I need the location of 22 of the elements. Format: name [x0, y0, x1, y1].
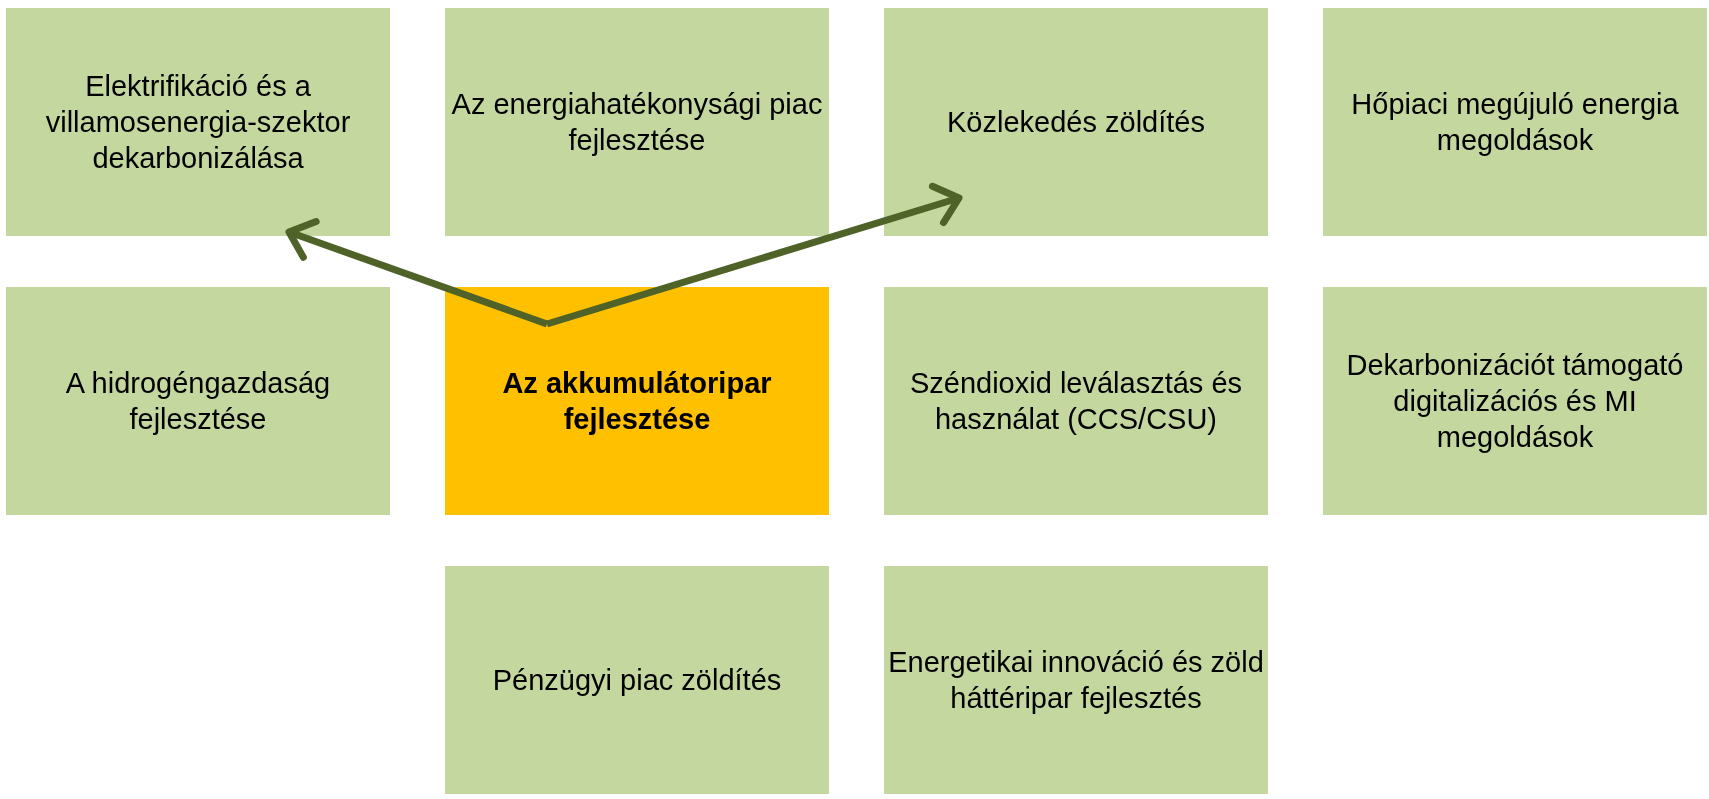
- topic-box: [1323, 8, 1707, 236]
- topic-box: [884, 566, 1268, 794]
- topic-label: Az energiahatékonysági piac fejlesztése: [450, 86, 824, 158]
- topic-label: Dekarbonizációt támogató digitalizációs és MI megoldások: [1345, 347, 1685, 456]
- topic-box: [884, 287, 1268, 515]
- topic-box: [445, 287, 829, 515]
- topic-box: [1323, 287, 1707, 515]
- topic-box: [6, 287, 390, 515]
- topic-label: Pénzügyi piac zöldítés: [492, 662, 782, 698]
- topic-box: [445, 566, 829, 794]
- arrow: [285, 218, 549, 328]
- topic-label: Közlekedés zöldítés: [947, 104, 1205, 140]
- arrow: [545, 182, 963, 328]
- topic-box: [884, 8, 1268, 236]
- topic-box: [6, 8, 390, 236]
- topic-box: [445, 8, 829, 236]
- topic-label: Hőpiaci megújuló energia megoldások: [1350, 86, 1680, 158]
- topic-label: Széndioxid leválasztás és használat (CCS/CSU): [908, 365, 1244, 437]
- topic-label: Energetikai innováció és zöld háttéripar fejlesztés: [888, 644, 1264, 716]
- topic-label: Az akkumulátoripar fejlesztése: [501, 365, 773, 437]
- topic-label: A hidrogéngazdaság fejlesztése: [64, 365, 332, 437]
- topic-label: Elektrifikáció és a villamosenergia-szektor dekarbonizálása: [44, 68, 352, 177]
